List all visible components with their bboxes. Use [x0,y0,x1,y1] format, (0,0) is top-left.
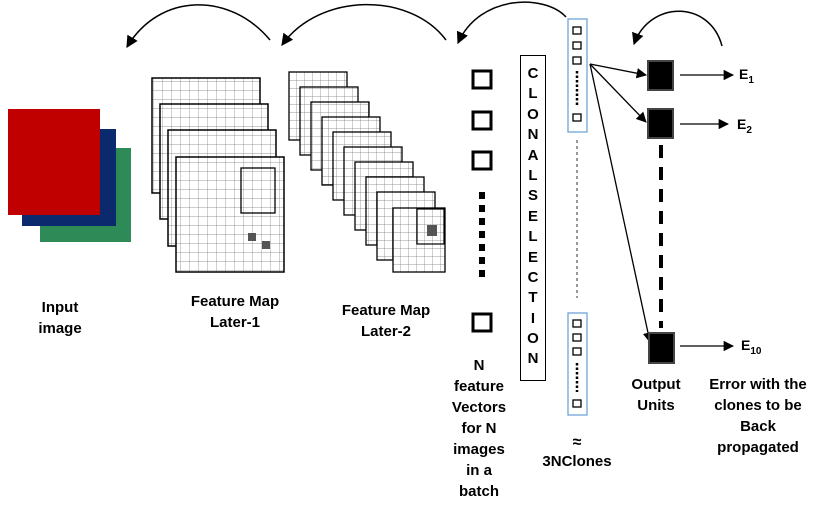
clonal-selection-letter: N [527,126,539,144]
feature-map-2-receptive-field [416,208,445,245]
clone-cell [572,41,582,50]
clone-cell [572,319,582,328]
feature-map-2-sheet [392,207,446,273]
feature-map-1-sheet [175,156,285,273]
backprop-arcs [126,1,723,49]
connection-arrow [589,63,647,123]
input-image-label: Input image [38,299,82,337]
error-e2-label: E2 [737,116,752,136]
feature-map-1-active-cell [248,233,256,241]
clonal-selection-letter: E [527,207,538,225]
clonal-selection-letter: E [527,248,538,266]
feature-vectors-label: N feature Vectors for N images in a batc… [451,357,507,500]
backprop-arc [126,4,271,49]
input-image-red-layer [8,109,100,215]
connection-arrow [589,63,648,79]
clonal-selection-letter: C [527,65,539,82]
clones-label: 3NClones [542,453,612,470]
clonal-selection-letter: O [527,330,539,348]
input-image-stack [8,109,131,242]
approx-symbol: ≈ [572,434,582,451]
feature-vector-box [471,312,493,333]
output-unit [647,60,674,91]
clone-to-output-connections [589,63,654,344]
error-label: Error with the clones to be Back propaga… [709,376,807,456]
clone-cell [572,26,582,35]
feature-vector-box [471,69,493,90]
clonal-selection-letter: I [530,309,536,327]
clonal-selection-letter: A [527,146,539,164]
clonal-selection-letter: O [527,105,539,123]
feature-vector-box [471,110,493,131]
error-e10-label: E10 [741,337,762,357]
clonal-selection-letter: L [528,85,538,103]
clonal-selection-letter: T [528,289,538,307]
backprop-arc [456,1,567,45]
output-units [647,60,675,364]
feature-map-2-label: Feature Map Later-2 [341,302,431,340]
feature-vector-box [471,150,493,171]
error-arrows [680,69,735,352]
feature-map-2-active-cell [427,225,437,236]
clone-cell [572,56,582,65]
clonal-selection-letter: N [527,350,539,368]
clone-cell [572,333,582,342]
clonal-selection-letter: L [528,228,538,246]
feature-map-1-receptive-field [240,167,276,214]
clonal-selection-letter: S [527,187,538,205]
clone-cell [572,347,582,356]
clone-cell [572,399,582,408]
connection-arrow [589,63,654,344]
clone-cell [572,113,582,122]
error-e1-label: E1 [739,66,754,86]
clonal-selection-letter: C [527,268,539,286]
feature-map-1-active-cell [262,241,270,249]
feature-map-layer-2 [288,71,446,273]
feature-map-1-label: Feature Map Later-1 [190,293,280,331]
backprop-arc [281,3,447,46]
clone-column-bottom [567,312,588,416]
output-units-label: Output Units [631,376,681,414]
output-unit [648,332,675,364]
clonal-selection-letter: L [528,166,538,184]
output-unit [647,108,674,139]
feature-vectors-column [471,69,493,333]
feature-map-layer-1 [151,77,285,273]
backprop-arc [632,10,723,47]
clone-column-top [567,18,588,133]
